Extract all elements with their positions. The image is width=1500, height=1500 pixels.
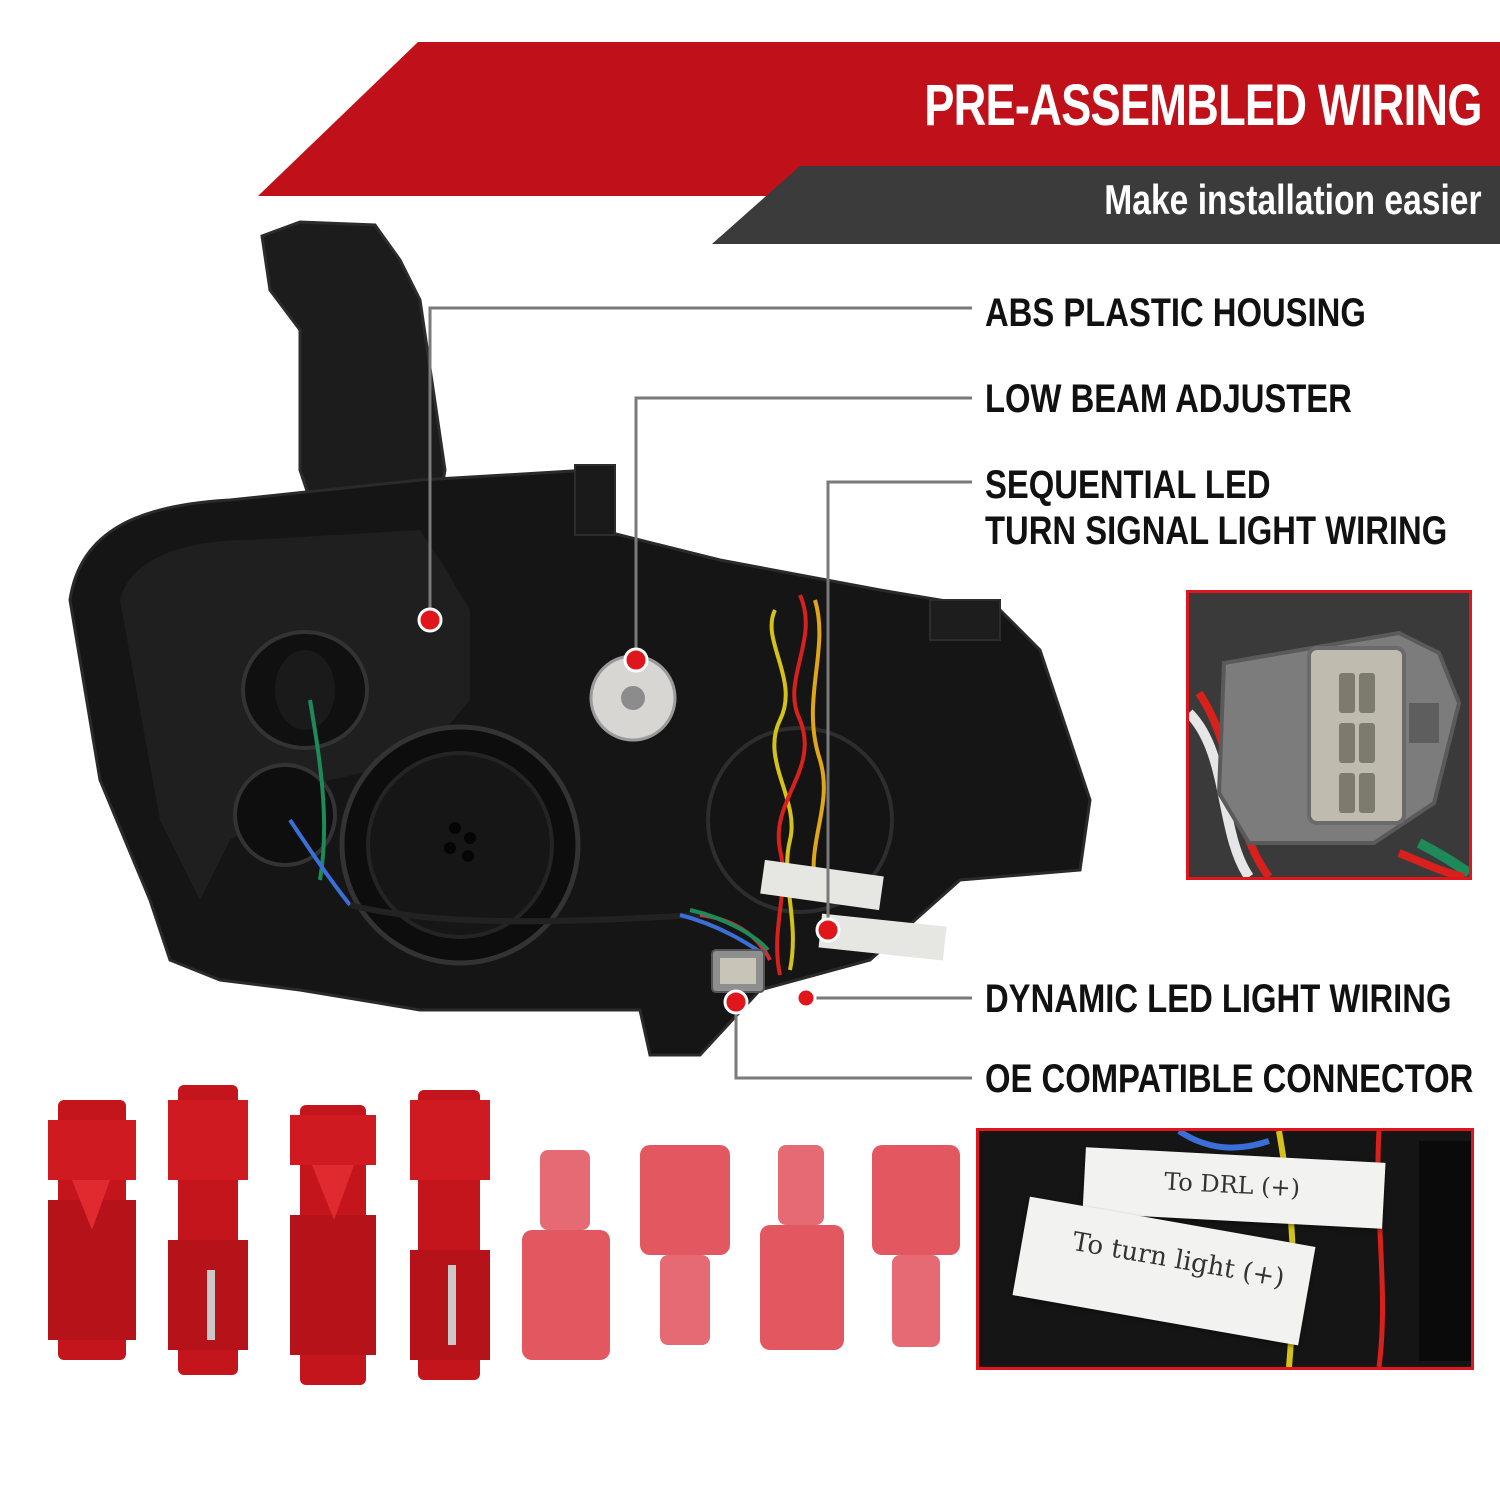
banner-title: PRE-ASSEMBLED WIRING xyxy=(924,73,1483,138)
top-bracket xyxy=(574,464,616,536)
dark-banner-shape xyxy=(712,166,1500,244)
wire-tag-upper xyxy=(760,859,884,911)
callout-label-housing: ABS PLASTIC HOUSING xyxy=(985,291,1366,335)
accessory-connectors xyxy=(48,1085,960,1385)
callout-label-sequential-line2: TURN SIGNAL LIGHT WIRING xyxy=(985,509,1448,553)
red-banner-shape xyxy=(258,42,1500,196)
connector-closeup-image xyxy=(1189,630,1469,877)
callout-label-dynamic: DYNAMIC LED LIGHT WIRING xyxy=(985,977,1452,1021)
adjuster-screw xyxy=(621,686,645,710)
tap-splice-4 xyxy=(410,1090,490,1380)
callout-label-adjuster: LOW BEAM ADJUSTER xyxy=(985,377,1352,421)
banner-subtitle: Make installation easier xyxy=(1104,176,1482,223)
wire-tag-turn-text: To turn light (+) xyxy=(1070,1226,1287,1294)
wire-tag-drl-text: To DRL (+) xyxy=(1163,1167,1301,1203)
bulb-socket-lower xyxy=(233,763,337,867)
wire-tags-closeup-inset: To DRL (+) To turn light (+) xyxy=(976,1128,1474,1370)
yellow-wire xyxy=(769,609,795,971)
bulb-socket-upper-cap xyxy=(275,650,335,730)
quick-disconnect-3 xyxy=(760,1145,844,1350)
red-wire xyxy=(775,594,808,976)
dust-cap-inner xyxy=(366,751,554,939)
callout-label-connector: OE COMPATIBLE CONNECTOR xyxy=(985,1057,1474,1101)
callout-label-sequential-line1: SEQUENTIAL LED xyxy=(985,463,1271,507)
callout-line-adjuster xyxy=(634,396,972,660)
quick-disconnect-4 xyxy=(872,1145,960,1347)
quick-disconnect-1 xyxy=(522,1150,610,1360)
callout-line-sequential xyxy=(826,480,972,930)
side-bracket xyxy=(929,599,1001,641)
callout-dot-sequential xyxy=(815,917,841,943)
callout-dot-adjuster xyxy=(623,647,649,673)
tap-splice-3 xyxy=(290,1105,376,1385)
callout-dot-connector xyxy=(723,989,749,1015)
connector-closeup-inset xyxy=(1186,590,1472,880)
tap-splice-2 xyxy=(168,1085,248,1375)
tap-splice-1 xyxy=(48,1100,136,1360)
wire-tag-lower xyxy=(818,913,947,961)
connector-face xyxy=(1307,646,1406,825)
callout-dot-housing xyxy=(417,607,443,633)
callout-line-housing xyxy=(428,306,972,620)
dust-cap-small xyxy=(706,726,894,914)
quick-disconnect-2 xyxy=(640,1145,730,1345)
callout-line-connector xyxy=(734,1004,972,1080)
callout-dot-dynamic xyxy=(795,987,817,1009)
header-banner xyxy=(258,42,1500,244)
